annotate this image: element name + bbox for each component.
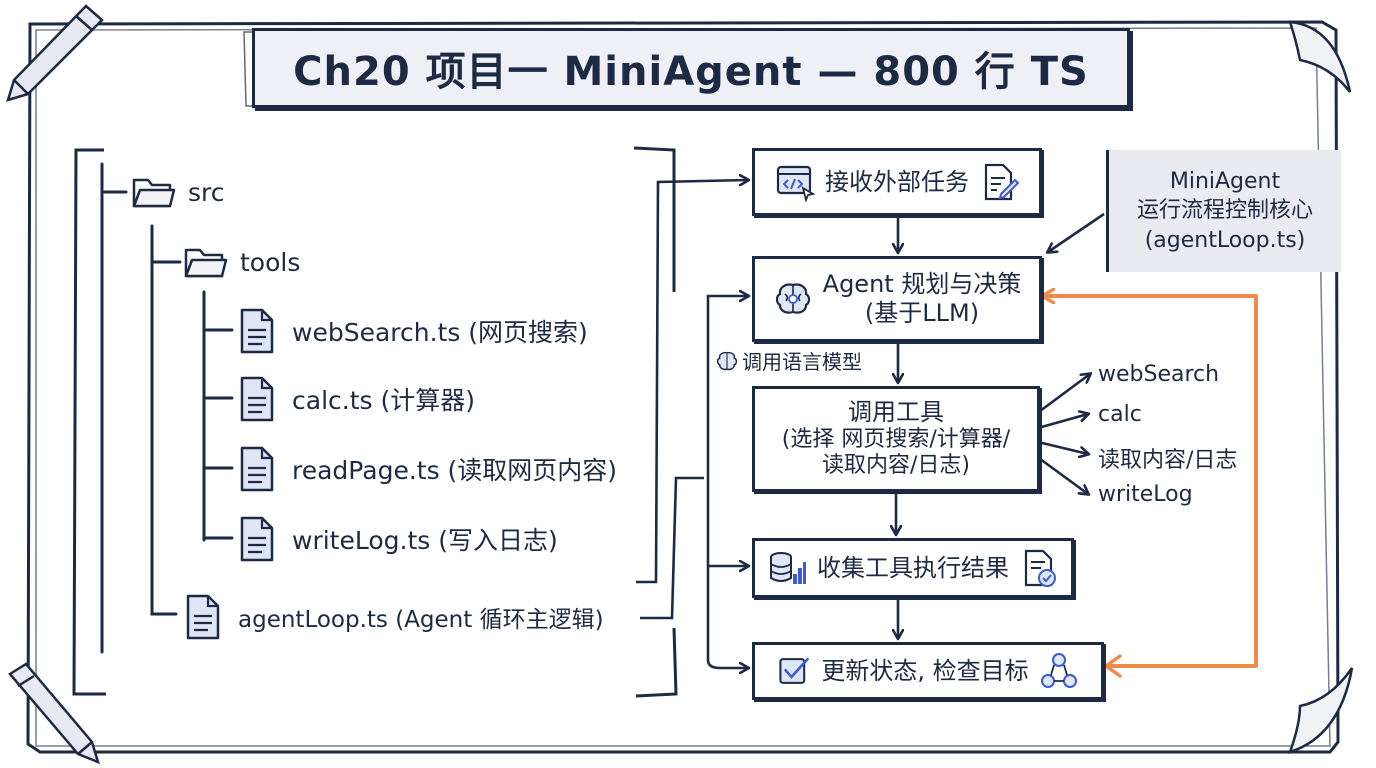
- document-check-icon: [1024, 549, 1056, 587]
- tree-label-file-3: writeLog.ts (写入日志): [292, 526, 558, 555]
- flow-box-update: 更新状态, 检查目标: [752, 642, 1104, 700]
- flow-arrows: [896, 214, 898, 638]
- tree-label-file-0: webSearch.ts (网页搜索): [292, 318, 588, 347]
- flow-box-tools: 调用工具 (选择 网页搜索/计算器/ 读取内容/日志): [752, 386, 1040, 492]
- tree-file-websearch: webSearch.ts (网页搜索): [234, 306, 588, 356]
- folder-icon: [184, 248, 228, 278]
- tree-file-writelog: writeLog.ts (写入日志): [234, 514, 558, 564]
- flow-text-receive: 接收外部任务: [825, 167, 969, 196]
- tree-label-src: src: [188, 177, 225, 207]
- arrow-loop-to-plan: [706, 296, 748, 660]
- corner-curl-top-right: [1288, 20, 1352, 93]
- pencil-top-left: [6, 4, 104, 102]
- tool-output-websearch: webSearch: [1098, 362, 1220, 387]
- flow-box-plan: Agent 规划与决策 (基于LLM): [752, 256, 1042, 342]
- file-icon: [240, 376, 274, 422]
- tree-connectors: [100, 162, 234, 654]
- tool-output-calc: calc: [1098, 402, 1142, 427]
- flow-box-collect: 收集工具执行结果: [752, 538, 1074, 598]
- tool-output-readcontent: 读取内容/日志: [1098, 448, 1238, 473]
- page-title: Ch20 项目一 MiniAgent — 800 行 TS: [293, 49, 1089, 95]
- loop-back-arrow-head-update: [1104, 654, 1122, 678]
- tree-bracket-right-bottom: [635, 627, 678, 698]
- database-chart-icon: [770, 552, 806, 584]
- flow-text-collect: 收集工具执行结果: [817, 553, 1009, 582]
- tree-label-agentloop: agentLoop.ts (Agent 循环主逻辑): [238, 607, 604, 633]
- tree-folder-src: src: [130, 170, 225, 214]
- note-line1: MiniAgent: [1169, 169, 1281, 195]
- pencil-bottom-left: [8, 662, 100, 765]
- tree-bracket-right: [633, 146, 676, 292]
- llm-call-label: 调用语言模型: [716, 346, 862, 375]
- folder-icon: [132, 178, 176, 208]
- flow-text-tools-line2: (选择 网页搜索/计算器/: [781, 427, 1011, 452]
- tree-label-file-1: calc.ts (计算器): [292, 386, 475, 415]
- arrow-loop-to-update: [706, 659, 748, 668]
- tree-folder-tools: tools: [182, 240, 300, 284]
- file-icon: [186, 594, 220, 640]
- flow-text-tools-line3: 读取内容/日志): [822, 453, 970, 479]
- flow-text-plan-line1: Agent 规划与决策: [822, 270, 1022, 299]
- file-icon: [240, 446, 274, 492]
- tree-file-agentloop: agentLoop.ts (Agent 循环主逻辑): [180, 592, 604, 642]
- arrow-tools-to-receive: [636, 180, 748, 584]
- note-line2: 运行流程控制核心: [1136, 198, 1313, 224]
- flow-text-tools-line1: 调用工具: [848, 398, 944, 427]
- checkbox-icon: [779, 657, 810, 684]
- tree-label-tools: tools: [240, 247, 301, 277]
- tree-bracket-left: [72, 148, 106, 696]
- loop-back-arrow: [1044, 296, 1258, 668]
- flow-text-plan-line2: (基于LLM): [864, 299, 980, 327]
- tool-output-writelog: writeLog: [1098, 482, 1193, 507]
- llm-call-text: 调用语言模型: [742, 350, 862, 374]
- cycle-nodes-icon: [1040, 653, 1077, 688]
- tool-fan-arrows: [1035, 374, 1090, 494]
- brain-small-icon: [716, 351, 738, 370]
- note-pointer-arrow: [1048, 212, 1105, 252]
- paper-frame: [26, 20, 1340, 754]
- arrow-loop-trunk: [640, 476, 704, 620]
- file-icon: [240, 516, 274, 562]
- brain-icon: [775, 283, 810, 314]
- title-box: Ch20 项目一 MiniAgent — 800 行 TS: [252, 28, 1130, 108]
- note-line3: (agentLoop.ts): [1144, 227, 1306, 253]
- flow-text-update: 更新状态, 检查目标: [821, 656, 1029, 685]
- document-edit-icon: [984, 163, 1019, 201]
- browser-code-icon: [776, 165, 815, 202]
- note-box: MiniAgent 运行流程控制核心 (agentLoop.ts): [1106, 150, 1341, 272]
- corner-curl-bottom-right: [1287, 667, 1354, 754]
- tree-file-calc: calc.ts (计算器): [234, 374, 475, 424]
- tree-label-file-2: readPage.ts (读取网页内容): [292, 456, 618, 485]
- file-icon: [240, 308, 274, 354]
- flow-box-receive: 接收外部任务: [752, 148, 1042, 216]
- tree-file-readpage: readPage.ts (读取网页内容): [234, 444, 617, 494]
